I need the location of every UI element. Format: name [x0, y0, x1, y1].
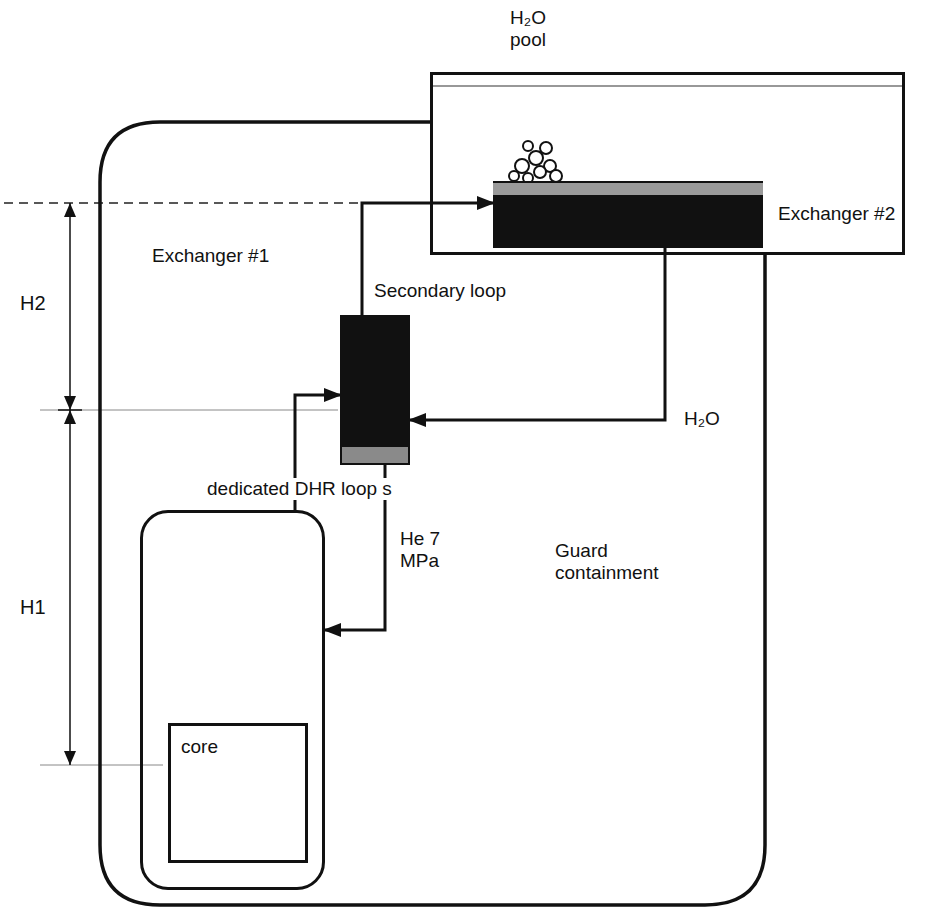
reference-line	[4, 202, 360, 204]
heat-exchanger: Exchanger #1	[340, 315, 410, 465]
steam-bubbles	[509, 141, 562, 183]
dimension-label: H2	[20, 292, 46, 315]
containment-outline	[100, 122, 765, 905]
exchanger-label: Exchanger #2	[778, 203, 895, 225]
reference-line	[40, 410, 338, 411]
water-surface	[433, 85, 902, 86]
core-label: core	[181, 736, 218, 758]
guard-containment: Guard containment Exchanger #1 core	[100, 122, 765, 905]
pipe-label: Secondary loop	[372, 280, 508, 302]
pool-heading: H₂O pool	[493, 7, 563, 51]
dimension-line	[69, 203, 71, 765]
pipe-label: dedicated DHR loop s	[205, 478, 394, 500]
dimension-arrow	[64, 203, 76, 217]
pool-tank: H₂O poolExchanger #2	[430, 72, 905, 255]
containment-label: Guard containment	[555, 540, 685, 584]
heat-exchanger: Exchanger #2	[493, 181, 763, 248]
exchanger-label: Exchanger #1	[152, 245, 269, 267]
dimension-arrow	[64, 410, 76, 424]
pipe-label: He 7 MPa	[398, 528, 472, 572]
pipe-label: H₂O	[682, 408, 722, 430]
core-box: core	[168, 723, 308, 863]
pipe-connector	[410, 248, 665, 420]
containment-outline	[100, 122, 765, 905]
reactor-vessel: core	[140, 510, 325, 890]
dimension-label: H1	[20, 596, 46, 619]
dimension-arrow	[64, 396, 76, 410]
dimension-arrow	[64, 751, 76, 765]
